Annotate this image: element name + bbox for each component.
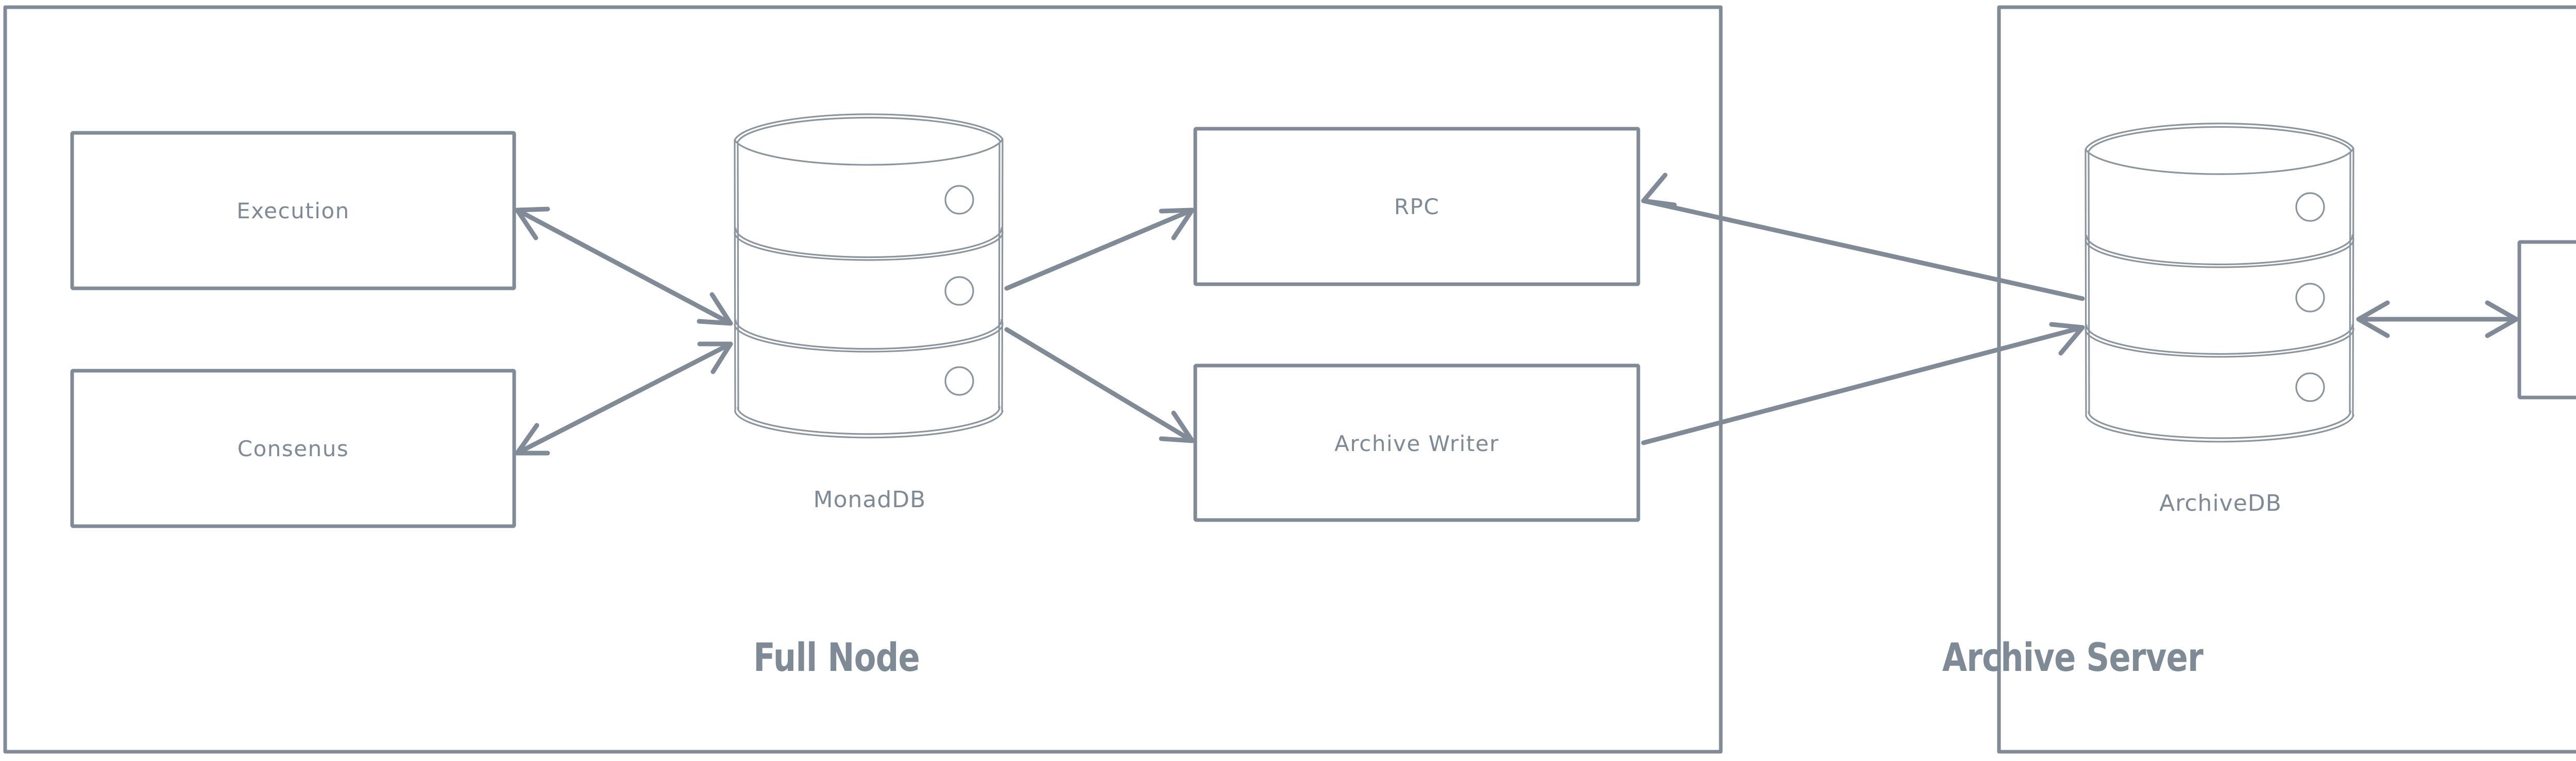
node-consensus[interactable]: Consenus (70, 369, 516, 528)
execution-box[interactable] (70, 131, 516, 290)
rpc-box[interactable] (1193, 127, 1640, 286)
monaddb-indicator-2 (944, 276, 974, 306)
archive-writer-box[interactable] (1193, 364, 1640, 522)
connector-consensus-monaddb (515, 341, 733, 456)
consensus-box[interactable] (70, 369, 516, 528)
archivedb-indicator-2 (2295, 283, 2325, 313)
full-node-panel-border (3, 5, 1723, 754)
node-rpc[interactable]: RPC (1193, 127, 1640, 286)
archivedb-indicator-3 (2295, 372, 2325, 402)
consensus-label: Consenus (238, 436, 349, 461)
connector-execution-monaddb (515, 206, 733, 326)
connector-archivedb-indexer (2356, 300, 2519, 338)
node-archivedb[interactable]: ArchiveDB (2084, 123, 2354, 516)
archive-server-panel-border (1997, 5, 2576, 754)
indexer-box[interactable] (2517, 240, 2576, 400)
node-archive-writer[interactable]: Archive Writer (1193, 364, 1640, 522)
node-monaddb[interactable]: MonadDB (734, 113, 1004, 513)
archivedb-indicator-1 (2295, 192, 2325, 222)
connector-monaddb-rpc (1004, 207, 1195, 291)
connector-archive-writer-archivedb (1641, 322, 2085, 445)
monaddb-indicator-3 (944, 366, 974, 396)
connector-monaddb-archive-writer (1004, 327, 1195, 443)
archivedb-cylinder-icon (2084, 123, 2354, 470)
archive-server-panel-title: Archive Server (1942, 635, 2204, 681)
monaddb-indicator-1 (944, 185, 974, 215)
execution-label: Execution (236, 198, 350, 223)
rpc-label: RPC (1394, 194, 1439, 219)
full-node-panel-title: Full Node (753, 635, 920, 681)
node-indexer[interactable]: Indexer (2517, 240, 2576, 400)
monaddb-label: MonadDB (814, 487, 926, 513)
archive-writer-label: Archive Writer (1334, 431, 1499, 456)
archivedb-label: ArchiveDB (2159, 490, 2282, 516)
monaddb-cylinder-icon (734, 113, 1004, 465)
panel-archive-server: Archive Server (1942, 5, 2576, 754)
node-execution[interactable]: Execution (70, 131, 516, 290)
panel-full-node: Full Node (3, 5, 1723, 754)
connector-archivedb-rpc (1641, 172, 2085, 301)
